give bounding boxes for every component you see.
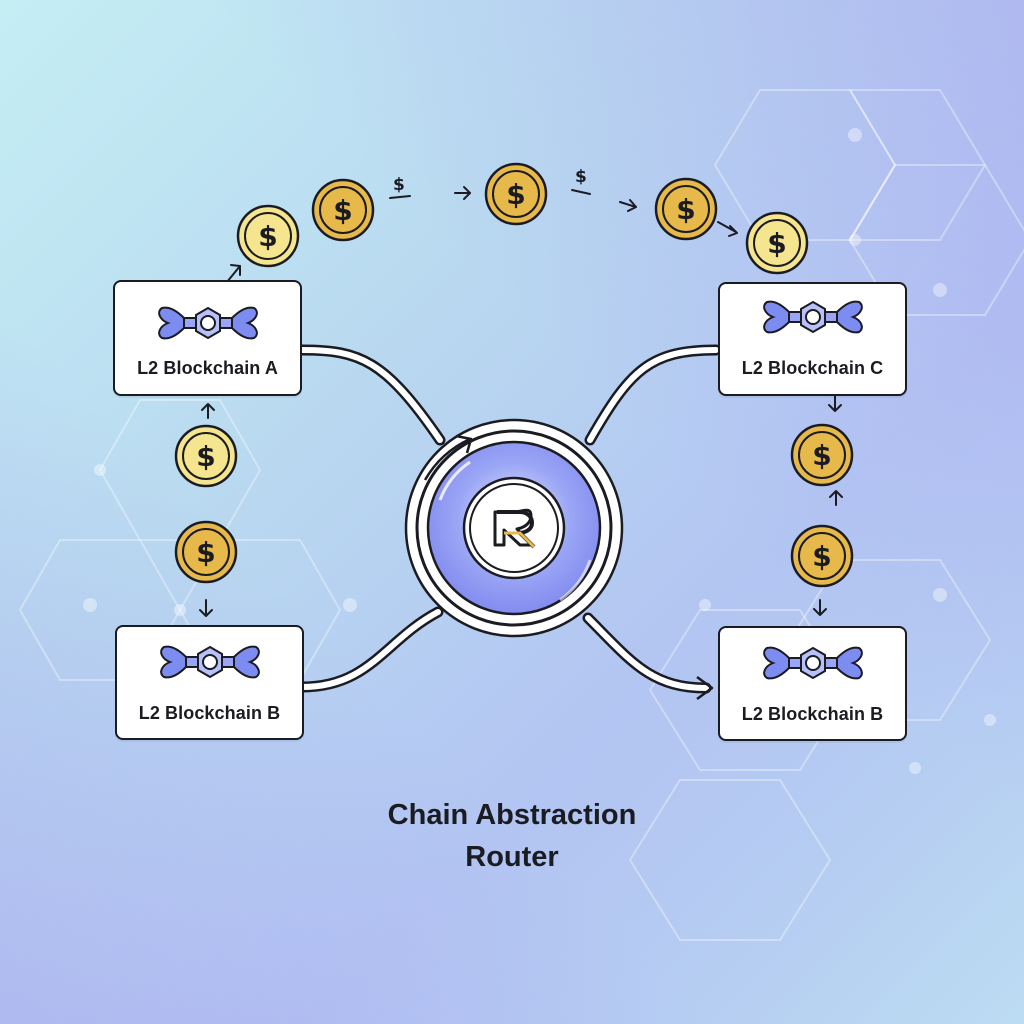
coin-icon: $ [311,178,375,242]
svg-text:$: $ [506,178,525,211]
svg-text:$: $ [812,540,831,573]
coin-icon: $ [654,177,718,241]
svg-text:$: $ [676,193,695,226]
router-rotation-arc [423,437,471,481]
node-label: L2 Blockchain B [741,704,884,724]
coin-icon: $ [174,520,238,584]
dollar-flow-symbol: $ [393,175,405,195]
node-label: L2 Blockchain C [741,358,884,378]
connector-a [299,347,443,443]
connector-b [299,609,441,690]
dollar-flow-symbol: $ [575,167,587,187]
title-line-1: Chain Abstraction [387,799,637,831]
coin-icon: $ [790,524,854,588]
router-rotation-arrow [455,434,473,454]
svg-text:$: $ [812,439,831,472]
svg-text:$: $ [333,194,352,227]
node-label: L2 Blockchain A [137,358,278,378]
node-l2-blockchain-a: L2 Blockchain A [113,280,302,396]
hex-network-dots [83,128,996,774]
blockchain-link-icon [762,646,863,680]
connector-d [585,615,709,691]
connector-c [587,347,719,443]
blockchain-link-icon [762,300,863,334]
svg-text:$: $ [767,227,786,260]
svg-text:$: $ [196,440,215,473]
coin-icon: $ [236,204,300,268]
node-l2-blockchain-b-right: L2 Blockchain B [718,626,907,741]
title-line-2: Router [465,841,559,873]
svg-text:$: $ [196,536,215,569]
coin-icon: $ [484,162,548,226]
svg-text:$: $ [258,220,277,253]
node-label: L2 Blockchain B [138,703,281,723]
coin-icon: $ [174,424,238,488]
flow-arrows [199,186,843,617]
blockchain-link-icon [159,645,260,679]
node-l2-blockchain-c: L2 Blockchain C [718,282,907,396]
node-l2-blockchain-b-left: L2 Blockchain B [115,625,304,740]
router-logo-icon [493,508,536,549]
connector-d-arrowhead [696,675,714,701]
diagram-title: Chain Abstraction Router [0,794,1024,878]
coin-icon: $ [745,211,809,275]
blockchain-link-icon [157,306,258,340]
coin-icon: $ [790,423,854,487]
